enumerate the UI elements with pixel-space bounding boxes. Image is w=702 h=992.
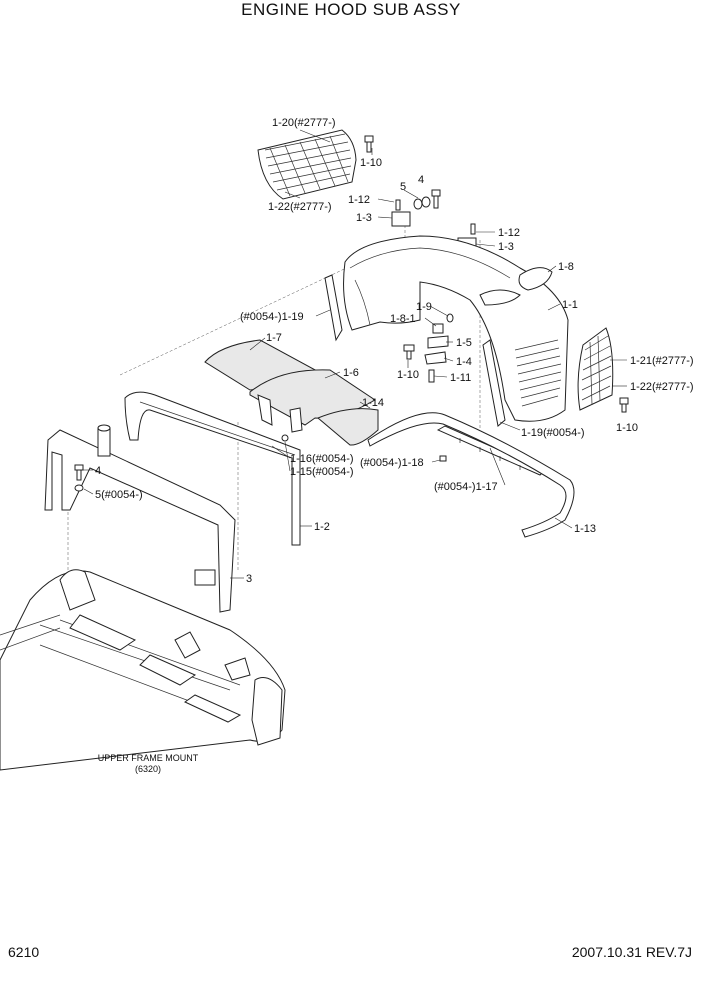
bolt-1-10-right [619,397,629,413]
leader-lines [83,129,627,579]
label-1-8: 1-8 [558,261,574,273]
label-1-9: 1-9 [416,301,432,313]
label-1-17: (#0054-)1-17 [434,481,498,493]
label-1-21: 1-21(#2777-) [630,355,694,367]
label-1-12-left: 1-12 [348,194,370,206]
label-1-14: 1-14 [362,397,384,409]
label-1-10-mid: 1-10 [397,369,419,381]
label-1-5: 1-5 [456,337,472,349]
label-1-10-right: 1-10 [616,422,638,434]
label-1-1: 1-1 [562,299,578,311]
hinge-1-3-left [391,199,411,227]
label-1-15: 1-15(#0054-) [290,466,354,478]
bolt-1-18 [439,455,447,462]
label-1-3-left: 1-3 [356,212,372,224]
label-1-18: (#0054-)1-18 [360,457,424,469]
label-upper-frame-ref: (6320) [135,764,161,774]
drawing-title: ENGINE HOOD SUB ASSY [241,0,461,19]
label-1-16: 1-16(#0054-) [290,453,354,465]
seal-strip-1-19-left [324,274,343,342]
washer-5-top [413,196,431,210]
label-5-left: 5(#0054-) [95,489,143,501]
bolt-4-left [74,464,84,481]
seal-rubber-1-13 [367,412,575,538]
washer-5-left [74,484,84,492]
label-1-4: 1-4 [456,356,472,368]
label-1-20: 1-20(#2777-) [272,117,336,129]
rear-grille-screen [257,129,357,200]
handle-1-8 [518,267,553,291]
label-1-6: 1-6 [343,367,359,379]
bolt-1-10-top [364,135,374,153]
part-labels: 1-20(#2777-) 1-10 1-22(#2777-) 5 4 1-12 … [95,117,694,774]
side-grille-screen [577,327,614,411]
label-1-2: 1-2 [314,521,330,533]
label-1-11: 1-11 [450,372,471,384]
label-1-8-1: 1-8-1 [390,313,416,325]
seal-strip-1-19-right [482,339,506,427]
page-number: 6210 [8,944,40,960]
label-4-top: 4 [418,174,424,186]
latch-assembly [403,313,454,383]
bolt-4-top [431,189,441,209]
label-1-13: 1-13 [574,523,596,535]
label-upper-frame-mount: UPPER FRAME MOUNT [98,753,199,763]
label-1-19-left: (#0054-)1-19 [240,311,304,323]
bracket-frame-3 [44,424,236,613]
label-1-7: 1-7 [266,332,282,344]
label-1-22-right: 1-22(#2777-) [630,381,694,393]
upper-frame-mount [0,569,286,771]
label-1-10-top: 1-10 [360,157,382,169]
engine-hood-1-1 [343,235,569,422]
label-5-top: 5 [400,181,406,193]
label-1-19-right: 1-19(#0054-) [521,427,585,439]
label-1-22-top: 1-22(#2777-) [268,201,332,213]
plate-1-14 [317,408,379,446]
label-4-left: 4 [95,465,101,477]
label-1-3-right: 1-3 [498,241,514,253]
support-frame-1-2 [124,391,301,546]
label-1-12-right: 1-12 [498,227,520,239]
revision-date: 2007.10.31 REV.7J [571,944,692,960]
label-3: 3 [246,573,252,585]
